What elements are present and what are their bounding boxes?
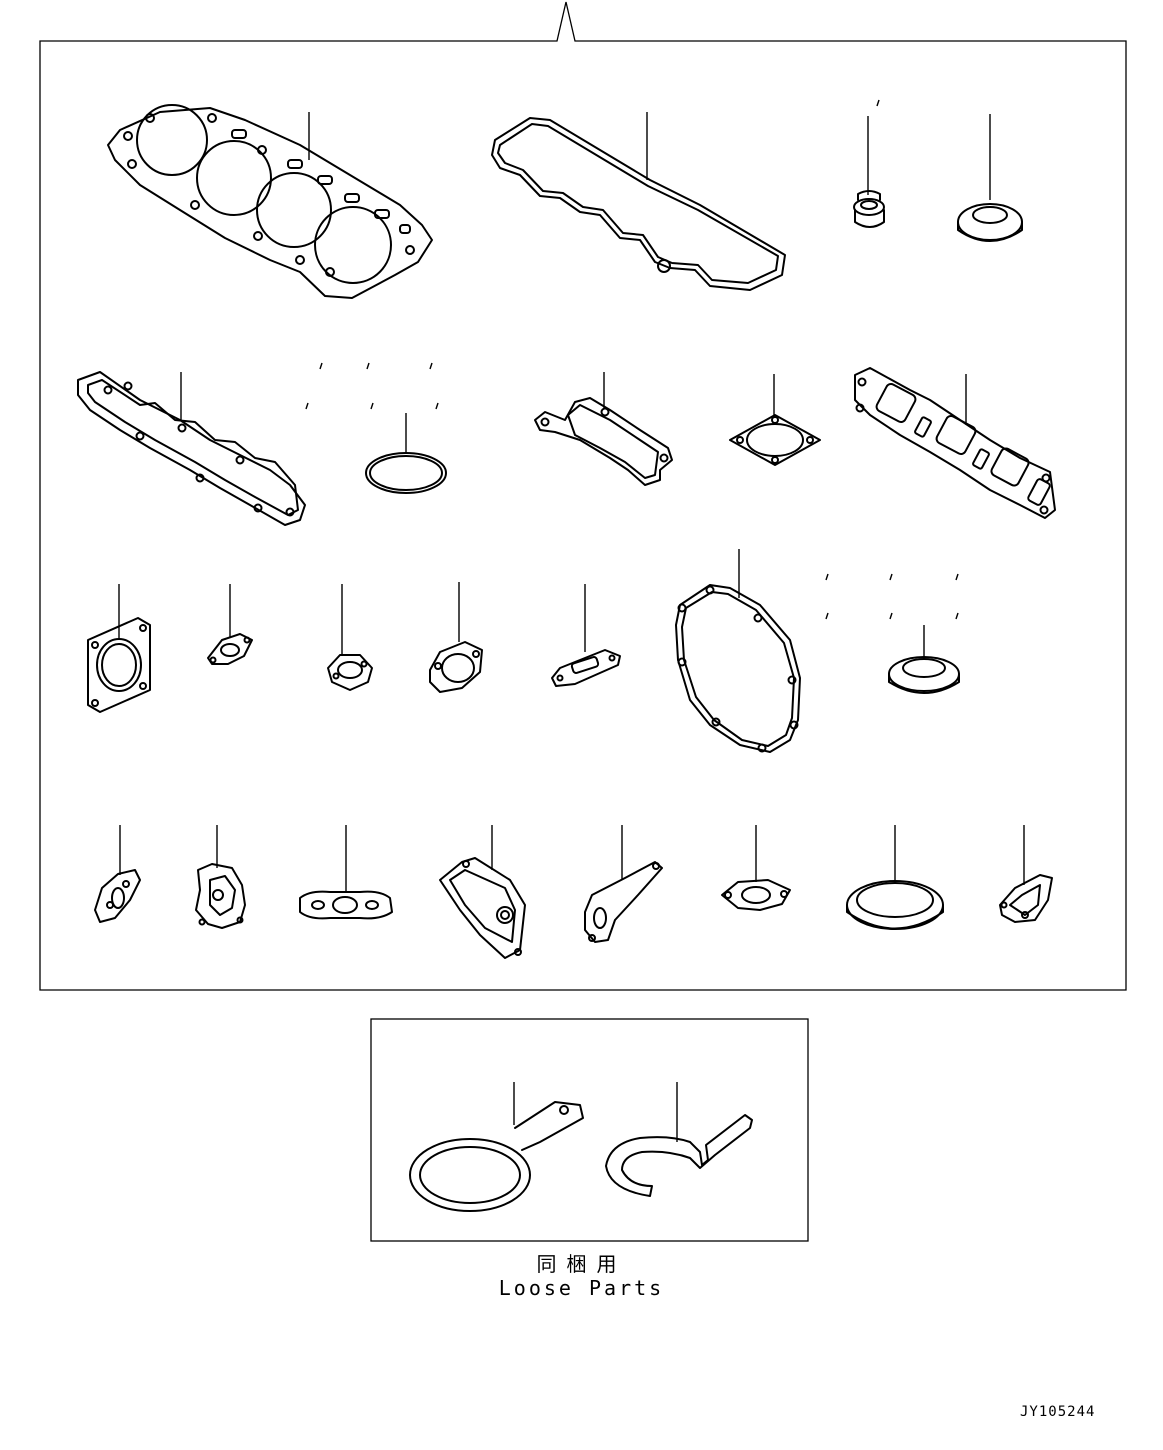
rear-oil-seal: [846, 825, 944, 930]
water-pump-gasket: [439, 825, 526, 959]
cylinder-head-gasket: [107, 104, 433, 299]
hex-flange-gasket: [327, 584, 373, 691]
loose-parts-caption-japanese: 同梱用: [536, 1252, 627, 1276]
intake-manifold-gasket: [77, 371, 306, 526]
hook-spanner-wrench: [605, 1082, 753, 1197]
loose-parts-caption-english: Loose Parts: [498, 1276, 665, 1300]
front-cover-gasket: [584, 825, 663, 943]
rectangular-gasket: [551, 584, 621, 687]
oil-cooler-gasket: [94, 825, 141, 923]
small-oval-gasket: [207, 584, 253, 665]
thermostat-housing-gasket: [999, 825, 1053, 923]
flywheel-housing-gasket: [675, 549, 801, 753]
oil-seal-ring: [957, 114, 1023, 242]
square-flange-gasket: [729, 374, 821, 466]
exhaust-manifold-gasket-large: [854, 367, 1056, 519]
o-ring: [305, 362, 447, 494]
thermostat-gasket: [429, 582, 483, 693]
loose-parts-frame: [370, 1018, 809, 1242]
valve-stem-seal: [853, 99, 885, 228]
crankshaft-seal-ring: [825, 573, 960, 694]
water-outlet-gasket: [721, 825, 791, 911]
pump-flange-gasket: [87, 584, 151, 713]
drawing-code: JY105244: [1020, 1404, 1096, 1420]
main-parts-frame: [39, 1, 1127, 991]
exhaust-manifold-gasket-small: [534, 372, 673, 486]
oil-pump-gasket: [195, 825, 246, 929]
rocker-cover-gasket: [491, 112, 786, 291]
injector-wrench: [409, 1082, 584, 1212]
oil-filter-gasket: [299, 825, 393, 920]
